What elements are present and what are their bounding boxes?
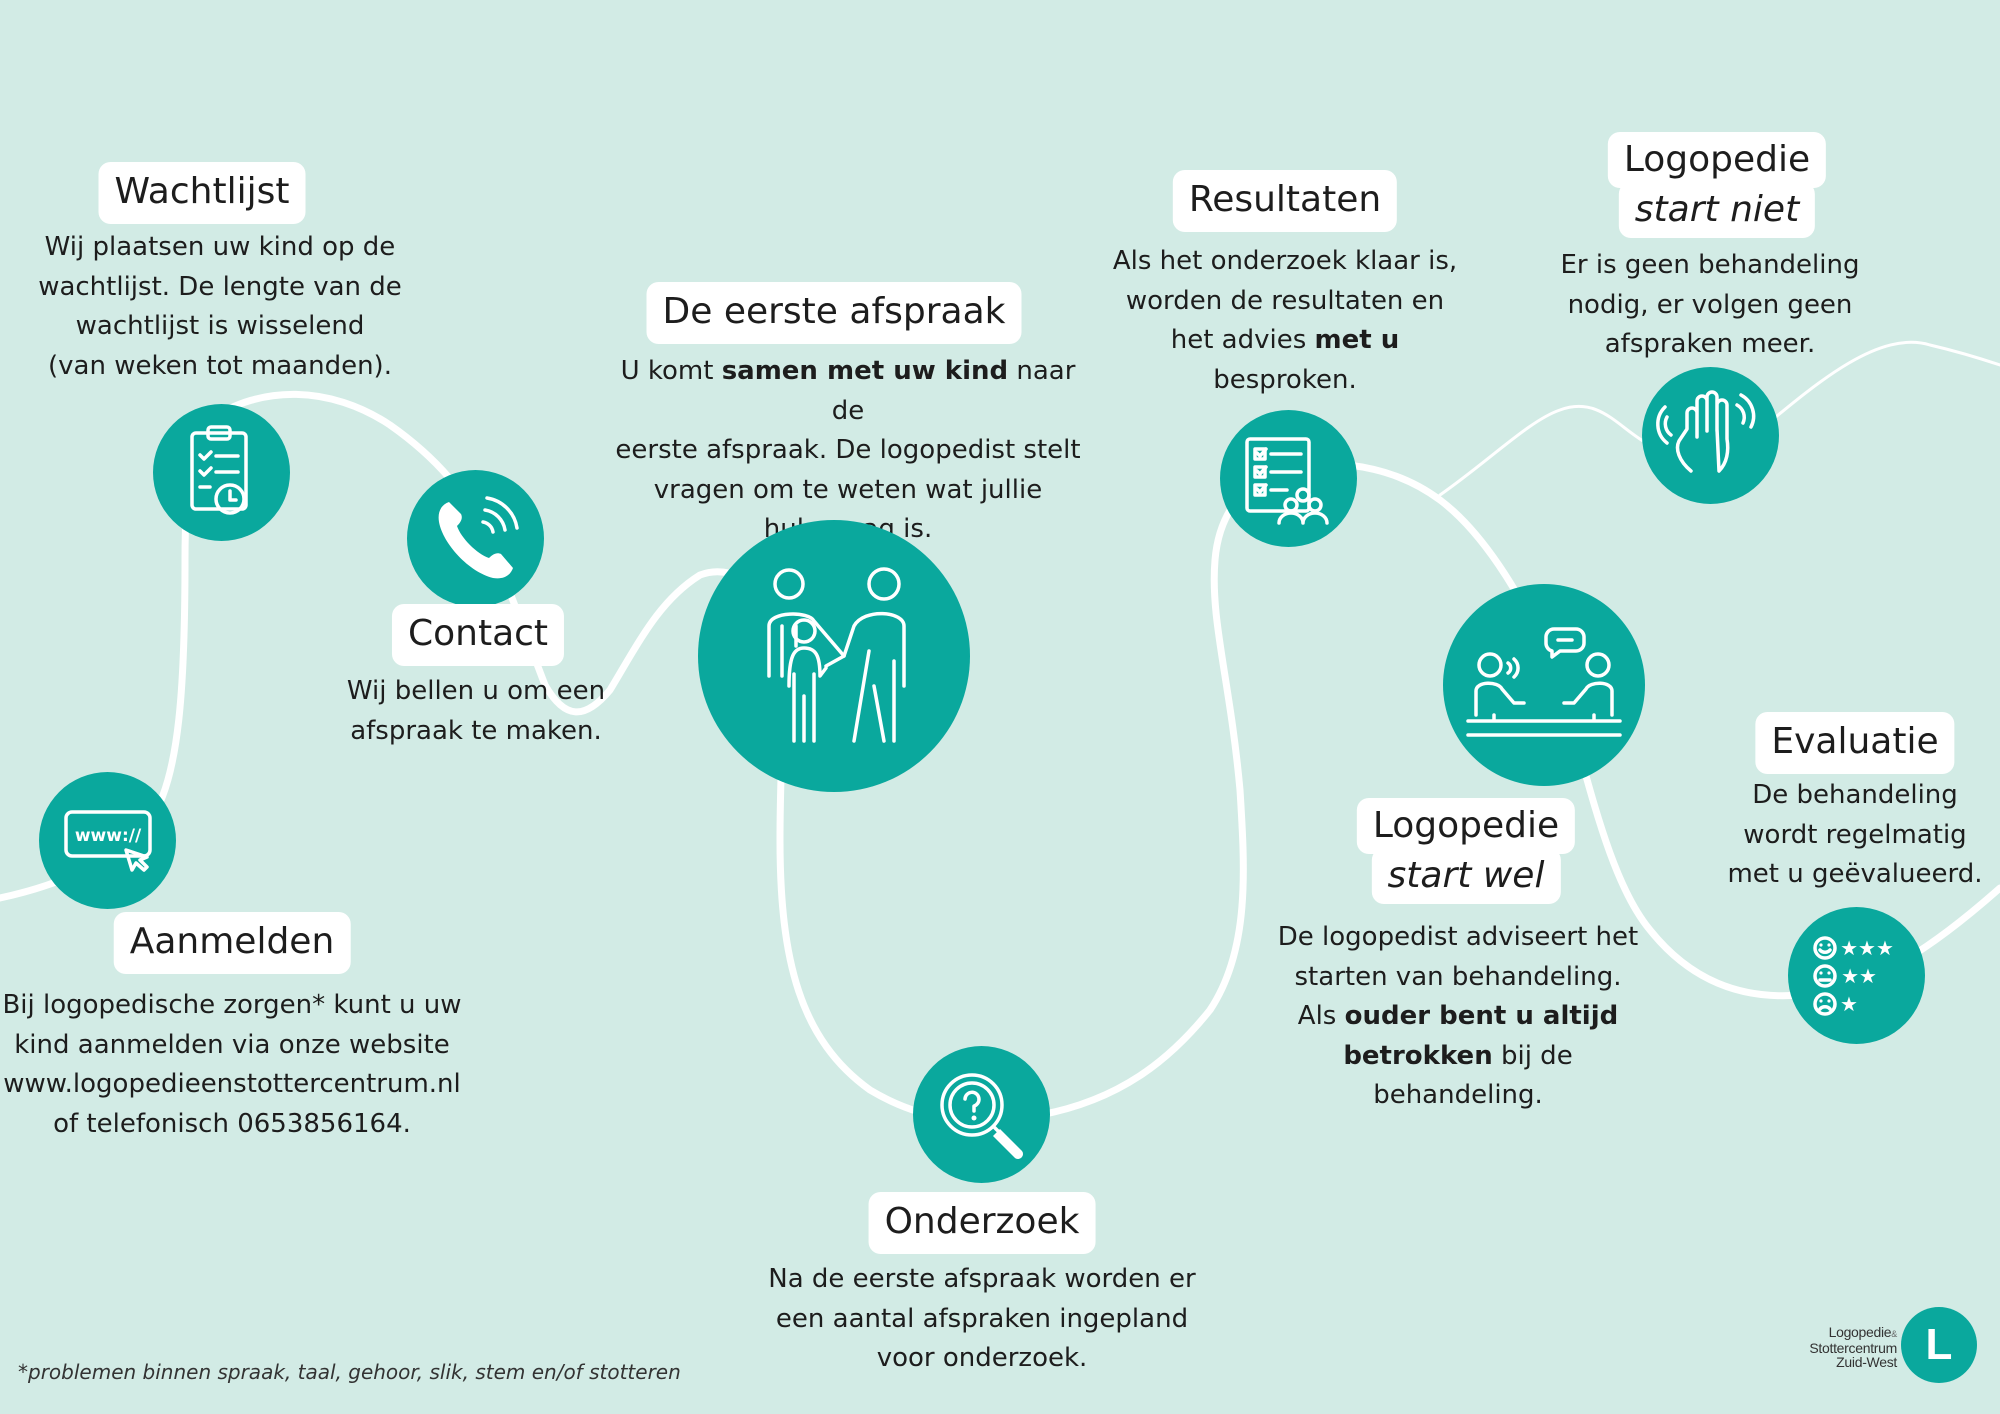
website-icon: www:// <box>63 809 152 872</box>
waving-hand-icon <box>1655 389 1755 473</box>
eerste-afspraak-title: De eerste afspraak <box>646 282 1022 344</box>
onderzoek-node <box>913 1046 1050 1183</box>
svg-text:★★: ★★ <box>1841 964 1877 988</box>
wachtlijst-node <box>153 404 290 541</box>
contact-node <box>407 470 544 607</box>
start-wel-title: Logopedie start wel <box>1356 798 1576 904</box>
start-wel-title-line2: start wel <box>1371 848 1561 904</box>
logo-text: Logopedie& Stottercentrum Zuid-West <box>1809 1324 1897 1370</box>
logo: Logopedie& Stottercentrum Zuid-West L <box>1760 1305 1985 1385</box>
evaluatie-node: ★★★ ★★ ★ <box>1788 907 1925 1044</box>
start-wel-description: De logopedist adviseert het starten van … <box>1277 922 1639 1110</box>
footnote: *problemen binnen spraak, taal, gehoor, … <box>18 1360 681 1384</box>
svg-text:★★★: ★★★ <box>1840 936 1894 960</box>
onderzoek-description: Na de eerste afspraak worden er een aant… <box>768 1264 1196 1373</box>
clipboard-clock-icon <box>189 424 248 515</box>
start-niet-node <box>1642 367 1779 504</box>
magnifier-question-icon <box>939 1072 1023 1159</box>
checklist-group-icon <box>1244 436 1329 525</box>
evaluatie-description: De behandeling wordt regelmatig met u ge… <box>1727 780 1983 889</box>
wachtlijst-title: Wachtlijst <box>98 162 306 224</box>
eerste-afspraak-node <box>698 520 970 792</box>
handshake-people-icon <box>767 567 906 743</box>
logo-mark: L <box>1901 1307 1977 1383</box>
contact-title: Contact <box>391 604 565 666</box>
rating-faces-icon: ★★★ ★★ ★ <box>1812 936 1894 1016</box>
start-niet-title-line1: Logopedie <box>1607 132 1827 188</box>
conversation-table-icon <box>1466 627 1622 737</box>
start-niet-title-line2: start niet <box>1618 182 1816 238</box>
evaluatie-title: Evaluatie <box>1755 712 1955 774</box>
start-niet-title: Logopedie start niet <box>1607 132 1827 238</box>
start-wel-node <box>1443 584 1645 786</box>
start-wel-title-line1: Logopedie <box>1356 798 1576 854</box>
contact-description: Wij bellen u om een afspraak te maken. <box>346 676 606 746</box>
resultaten-node <box>1220 410 1357 547</box>
svg-text:★: ★ <box>1840 992 1858 1016</box>
start-niet-description: Er is geen behandeling nodig, er volgen … <box>1560 250 1860 359</box>
onderzoek-title: Onderzoek <box>868 1192 1096 1254</box>
aanmelden-description: Bij logopedische zorgen* kunt u uw kind … <box>2 990 462 1139</box>
phone-icon <box>438 495 519 578</box>
aanmelden-title: Aanmelden <box>113 912 351 974</box>
aanmelden-node: www:// <box>39 772 176 909</box>
resultaten-title: Resultaten <box>1172 170 1398 232</box>
resultaten-description: Als het onderzoek klaar is, worden de re… <box>1112 246 1458 395</box>
wachtlijst-description: Wij plaatsen uw kind op de wachtlijst. D… <box>38 232 402 381</box>
svg-text:www://: www:// <box>74 826 141 846</box>
eerste-afspraak-description: U komt samen met uw kind naar de eerste … <box>615 356 1081 544</box>
